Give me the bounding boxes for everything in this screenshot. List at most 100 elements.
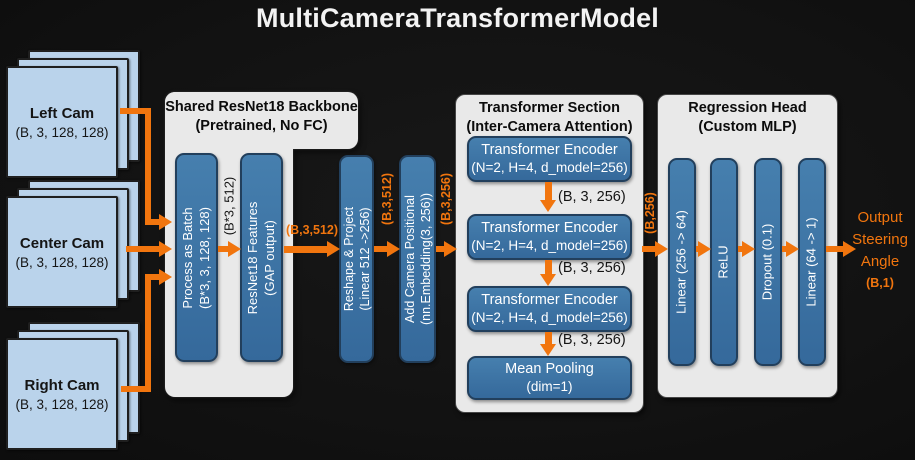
- center-cam-stack: Center Cam (B, 3, 128, 128): [6, 180, 140, 308]
- arrow-output-segment: [826, 246, 844, 252]
- camera-positional-box: Add Camera Positional (nn.Embedding(3, 2…: [399, 155, 436, 363]
- pooling-line1: Mean Pooling: [505, 360, 594, 377]
- encoder-line1: Transformer Encoder: [481, 291, 618, 308]
- arrow-right-cam-segment: [145, 274, 161, 280]
- arrow-left-cam-segment: [145, 108, 151, 225]
- camera-name: Center Cam: [19, 234, 105, 252]
- arrow-process-to-features-head: [228, 241, 241, 257]
- transformer-encoder-box-2: Transformer Encoder (N=2, H=4, d_model=2…: [467, 214, 632, 260]
- positional-box-line2: (nn.Embedding(3, 256)): [418, 192, 433, 326]
- shape-label-b-3-256-1: (B, 3, 256): [558, 189, 626, 205]
- shape-label-b-3-512-horizontal: (B,3,512): [285, 223, 339, 237]
- arrow-right-cam-segment: [145, 277, 151, 392]
- process-box-line1: Process as Batch: [179, 206, 195, 309]
- arrow-reshape-to-positional-head: [387, 241, 400, 257]
- regression-subtitle: (Custom MLP): [698, 119, 797, 136]
- regression-title: Regression Head: [688, 100, 807, 116]
- arrow-encoder3-to-pooling-segment: [545, 332, 552, 346]
- camera-name: Left Cam: [29, 104, 95, 122]
- arrow-right-cam-head: [159, 269, 172, 285]
- arrow-encoder1-to-encoder2-segment: [545, 182, 552, 202]
- arrow-center-cam-segment: [126, 246, 160, 252]
- diagram-title: MultiCameraTransformerModel: [256, 3, 659, 33]
- encoder-line2: (N=2, H=4, d_model=256): [471, 309, 628, 325]
- linear-64-1-box: Linear (64 -> 1): [798, 158, 826, 366]
- arrow-reshape-to-positional-segment: [374, 246, 388, 252]
- regression-header: Regression Head (Custom MLP): [657, 99, 838, 137]
- reshape-box-line2: (Linear 512 ->256): [357, 207, 372, 311]
- transformer-encoder-box-3: Transformer Encoder (N=2, H=4, d_model=2…: [467, 286, 632, 332]
- arrow-encoder3-to-pooling-head: [540, 344, 556, 356]
- arrow-encoder2-to-encoder3-segment: [545, 260, 552, 276]
- linear-64-1-label: Linear (64 -> 1): [803, 217, 819, 307]
- mean-pooling-box: Mean Pooling (dim=1): [467, 356, 632, 400]
- process-as-batch-box: Process as Batch (B*3, 3, 128, 128): [175, 153, 218, 362]
- process-box-line2: (B*3, 3, 128, 128): [196, 206, 212, 309]
- arrow-backbone-to-reshape-segment: [284, 246, 328, 253]
- arrow-relu-to-dropout-head: [742, 241, 755, 257]
- arrow-linear1-to-relu-head: [698, 241, 711, 257]
- arrow-left-cam-segment: [145, 219, 161, 225]
- encoder-line1: Transformer Encoder: [481, 141, 618, 158]
- dropout-label: Dropout (0.1): [759, 223, 775, 301]
- arrow-dropout-to-linear2-head: [786, 241, 799, 257]
- arrow-transformer-to-head-segment: [642, 246, 657, 252]
- cam-stack-front: Right Cam (B, 3, 128, 128): [6, 338, 118, 450]
- transformer-encoder-box-1: Transformer Encoder (N=2, H=4, d_model=2…: [467, 136, 632, 182]
- arrow-backbone-to-reshape-head: [327, 241, 340, 257]
- output-line3: Angle: [860, 253, 900, 270]
- output-line1: Output: [857, 209, 903, 226]
- linear-256-64-label: Linear (256 -> 64): [673, 210, 689, 314]
- left-cam-stack: Left Cam (B, 3, 128, 128): [6, 50, 140, 178]
- arrow-output-head: [843, 241, 856, 257]
- pooling-line2: (dim=1): [526, 378, 573, 394]
- features-box-line1: ResNet18 Features: [244, 201, 260, 314]
- shape-label-b-3-512-rotated: (B,3,512): [380, 172, 394, 226]
- cam-stack-front: Center Cam (B, 3, 128, 128): [6, 196, 118, 308]
- transformer-title: Transformer Section: [478, 100, 620, 116]
- backbone-subtitle: (Pretrained, No FC): [195, 118, 328, 135]
- backbone-header: Shared ResNet18 Backbone (Pretrained, No…: [165, 98, 358, 136]
- arrow-center-cam-head: [159, 241, 172, 257]
- arrow-right-cam-segment: [121, 386, 151, 392]
- arrow-left-cam-segment: [120, 108, 151, 114]
- cam-stack-front: Left Cam (B, 3, 128, 128): [6, 66, 118, 178]
- backbone-panel-header-area: [165, 92, 358, 149]
- relu-label: ReLU: [715, 245, 731, 279]
- transformer-header: Transformer Section (Inter-Camera Attent…: [455, 99, 644, 137]
- camera-shape: (B, 3, 128, 128): [15, 254, 109, 270]
- encoder-line2: (N=2, H=4, d_model=256): [471, 237, 628, 253]
- encoder-line2: (N=2, H=4, d_model=256): [471, 159, 628, 175]
- reshape-project-box: Reshape & Project (Linear 512 ->256): [339, 155, 374, 363]
- right-cam-stack: Right Cam (B, 3, 128, 128): [6, 322, 140, 450]
- shape-label-b3-512: (B*3, 512): [221, 176, 237, 236]
- relu-box: ReLU: [710, 158, 738, 366]
- reshape-box-line1: Reshape & Project: [341, 206, 356, 312]
- output-line2: Steering: [852, 231, 908, 248]
- arrow-left-cam-head: [159, 214, 172, 230]
- output-label-block: Output Steering Angle (B,1): [843, 207, 915, 293]
- arrow-dropout-to-linear2-segment: [782, 246, 787, 252]
- arrow-positional-to-transformer-head: [444, 241, 457, 257]
- linear-256-64-box: Linear (256 -> 64): [668, 158, 696, 366]
- shape-label-b-3-256-3: (B, 3, 256): [558, 332, 626, 348]
- dropout-box: Dropout (0.1): [754, 158, 782, 366]
- arrow-positional-to-transformer-segment: [436, 246, 445, 252]
- output-shape-label: (B,1): [866, 276, 894, 290]
- features-box-line2: (GAP output): [261, 219, 277, 296]
- arrow-relu-to-dropout-segment: [738, 246, 743, 252]
- shape-label-b-256-rotated: (B,256): [643, 192, 657, 234]
- camera-name: Right Cam: [24, 376, 100, 394]
- camera-shape: (B, 3, 128, 128): [15, 124, 109, 140]
- shape-label-b-3-256-rotated: (B,3,256): [439, 172, 453, 226]
- arrow-encoder2-to-encoder3-head: [540, 274, 556, 286]
- camera-shape: (B, 3, 128, 128): [15, 396, 109, 412]
- arrow-transformer-to-head-head: [655, 241, 668, 257]
- resnet-features-box: ResNet18 Features (GAP output): [240, 153, 283, 362]
- transformer-subtitle: (Inter-Camera Attention): [466, 119, 633, 136]
- backbone-title: Shared ResNet18 Backbone: [165, 99, 358, 115]
- arrow-encoder1-to-encoder2-head: [540, 200, 556, 212]
- positional-box-line1: Add Camera Positional: [402, 195, 417, 323]
- shape-label-b-3-256-2: (B, 3, 256): [558, 260, 626, 276]
